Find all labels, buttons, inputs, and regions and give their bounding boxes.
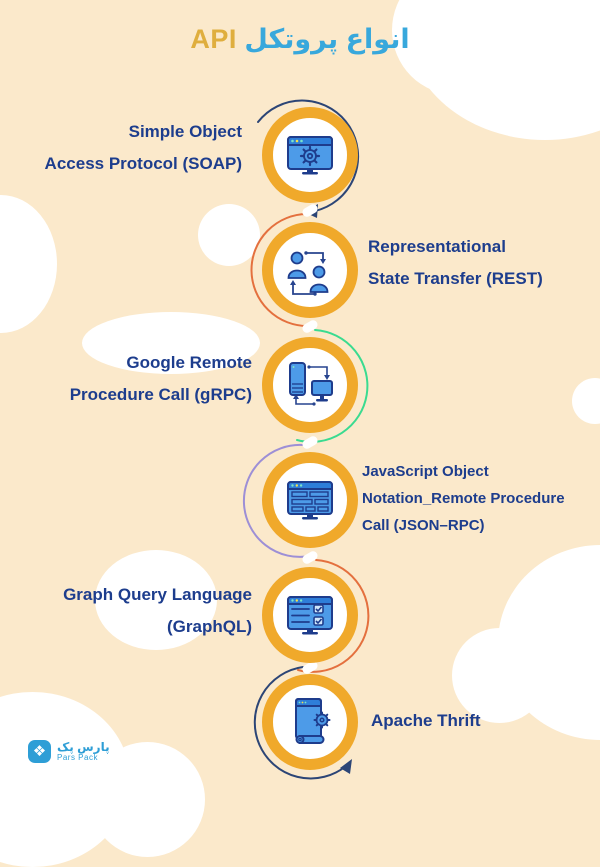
label-line: Notation_Remote Procedure [362, 490, 565, 507]
label-thrift: Apache Thrift [371, 705, 481, 737]
node-rest [262, 222, 358, 318]
arc-jsonrpc [242, 443, 311, 558]
label-grpc: Google Remote Procedure Call (gRPC) [0, 347, 252, 411]
parspack-logo-icon: ❖ [28, 740, 51, 763]
label-line: Procedure Call (gRPC) [69, 385, 252, 404]
label-line: Representational [368, 237, 506, 256]
node-grpc [262, 337, 358, 433]
users-exchange-icon [287, 251, 329, 296]
logo-brand-latin: Pars Pack [57, 752, 98, 762]
label-line: Apache Thrift [371, 711, 481, 730]
arc-graphql [297, 559, 370, 673]
server-monitor-icon [289, 362, 333, 406]
label-line: State Transfer (REST) [368, 269, 543, 288]
cloud [452, 628, 547, 723]
cloud [82, 312, 260, 374]
logo-brand-persian: پارس پک [57, 740, 110, 754]
label-rest: Representational State Transfer (REST) [368, 231, 543, 295]
label-graphql: Graph Query Language (GraphQL) [0, 579, 252, 643]
arrowhead-icon [340, 759, 352, 774]
arc-thrift [253, 666, 347, 780]
cloud [198, 204, 260, 266]
cloud [95, 550, 217, 650]
parspack-logo: ❖ پارس پک Pars Pack [28, 740, 110, 763]
label-line: Call (JSON–RPC) [362, 517, 485, 534]
label-soap: Simple Object Access Protocol (SOAP) [0, 116, 242, 180]
label-line: Google Remote [126, 353, 252, 372]
node-jsonrpc [262, 452, 358, 548]
label-line: Access Protocol (SOAP) [44, 154, 242, 173]
node-soap [262, 107, 358, 203]
page-title: انواع پروتکل API [0, 24, 600, 55]
scroll-gear-icon [295, 698, 331, 744]
browser-gear-icon [287, 136, 333, 175]
page-title-persian: انواع پروتکل [244, 24, 410, 54]
label-line: JavaScript Object [362, 463, 489, 480]
node-graphql [262, 567, 358, 663]
node-thrift [262, 674, 358, 770]
label-line: (GraphQL) [167, 617, 252, 636]
arc-rest [250, 213, 309, 328]
label-jsonrpc: JavaScript Object Notation_Remote Proced… [362, 458, 596, 539]
label-line: Simple Object [128, 122, 242, 141]
browser-form-icon [287, 481, 333, 520]
page-title-latin: API [190, 24, 237, 54]
arc-grpc [296, 329, 369, 443]
browser-checklist-icon [287, 596, 333, 635]
label-line: Graph Query Language [63, 585, 252, 604]
